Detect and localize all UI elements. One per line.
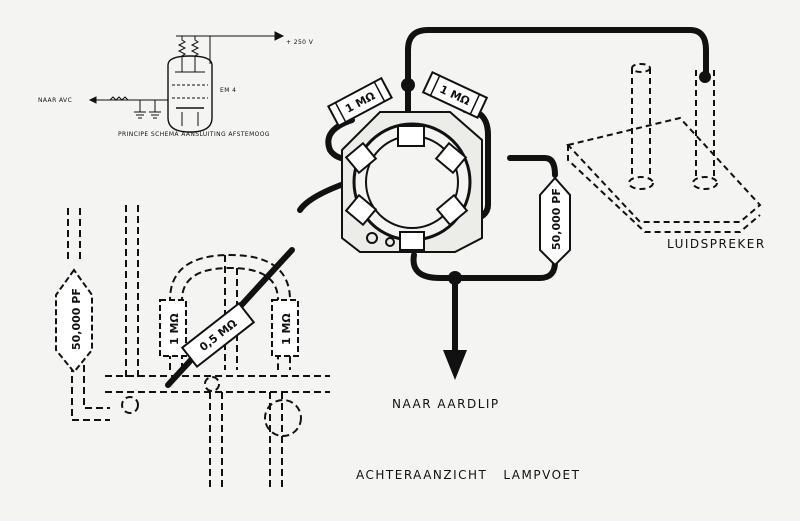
chassis-wiring — [67, 205, 330, 490]
ground-arrow — [443, 350, 467, 380]
schematic-caption: PRINCIPE SCHEMA AANSLUITING AFSTEMOOG — [118, 131, 270, 138]
tube-label: EM 4 — [220, 87, 236, 94]
capacitor-label: 50,000 PF — [70, 288, 83, 350]
avc-label: NAAR AVC — [38, 97, 72, 104]
view-caption: ACHTERAANZICHT LAMPVOET — [356, 468, 580, 482]
resistor-label: 1 MΩ — [168, 313, 181, 345]
resistor-top-right: 1 MΩ — [421, 71, 489, 119]
capacitor-left: 50,000 PF — [55, 268, 93, 374]
resistor-chassis-right: 1 MΩ — [271, 299, 299, 357]
junction-dot — [448, 271, 462, 285]
resistor-label: 1 MΩ — [280, 313, 293, 345]
ground-label: NAAR AARDLIP — [392, 397, 500, 411]
supply-label: + 250 V — [286, 39, 314, 46]
principle-schematic — [88, 31, 285, 133]
resistor-top-left: 1 MΩ — [326, 76, 394, 128]
resistor-chassis-left: 1 MΩ — [159, 299, 187, 357]
capacitor-right: 50,000 PF — [539, 176, 571, 267]
junction-dot — [401, 78, 415, 92]
capacitor-label: 50,000 PF — [550, 188, 563, 250]
tube-socket — [341, 111, 483, 253]
loudspeaker — [566, 63, 762, 233]
resistor-chassis-mid: 0,5 MΩ — [180, 301, 256, 369]
speaker-label: LUIDSPREKER — [667, 237, 766, 251]
